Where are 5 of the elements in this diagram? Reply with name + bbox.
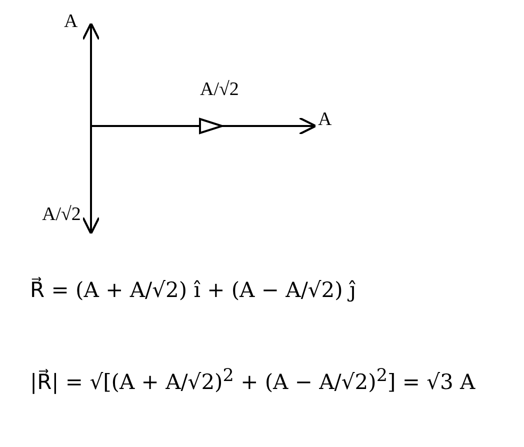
equation: |R⃗| = √[(A + A/√2)$^{2}$ + (A − A/√2)$^{2}$] = √3 A [30,368,476,393]
vector-label: A [318,110,332,129]
vector-label: A/√2 [42,205,81,224]
vector-label: A [64,12,78,31]
vector-label: A/√2 [200,80,239,99]
